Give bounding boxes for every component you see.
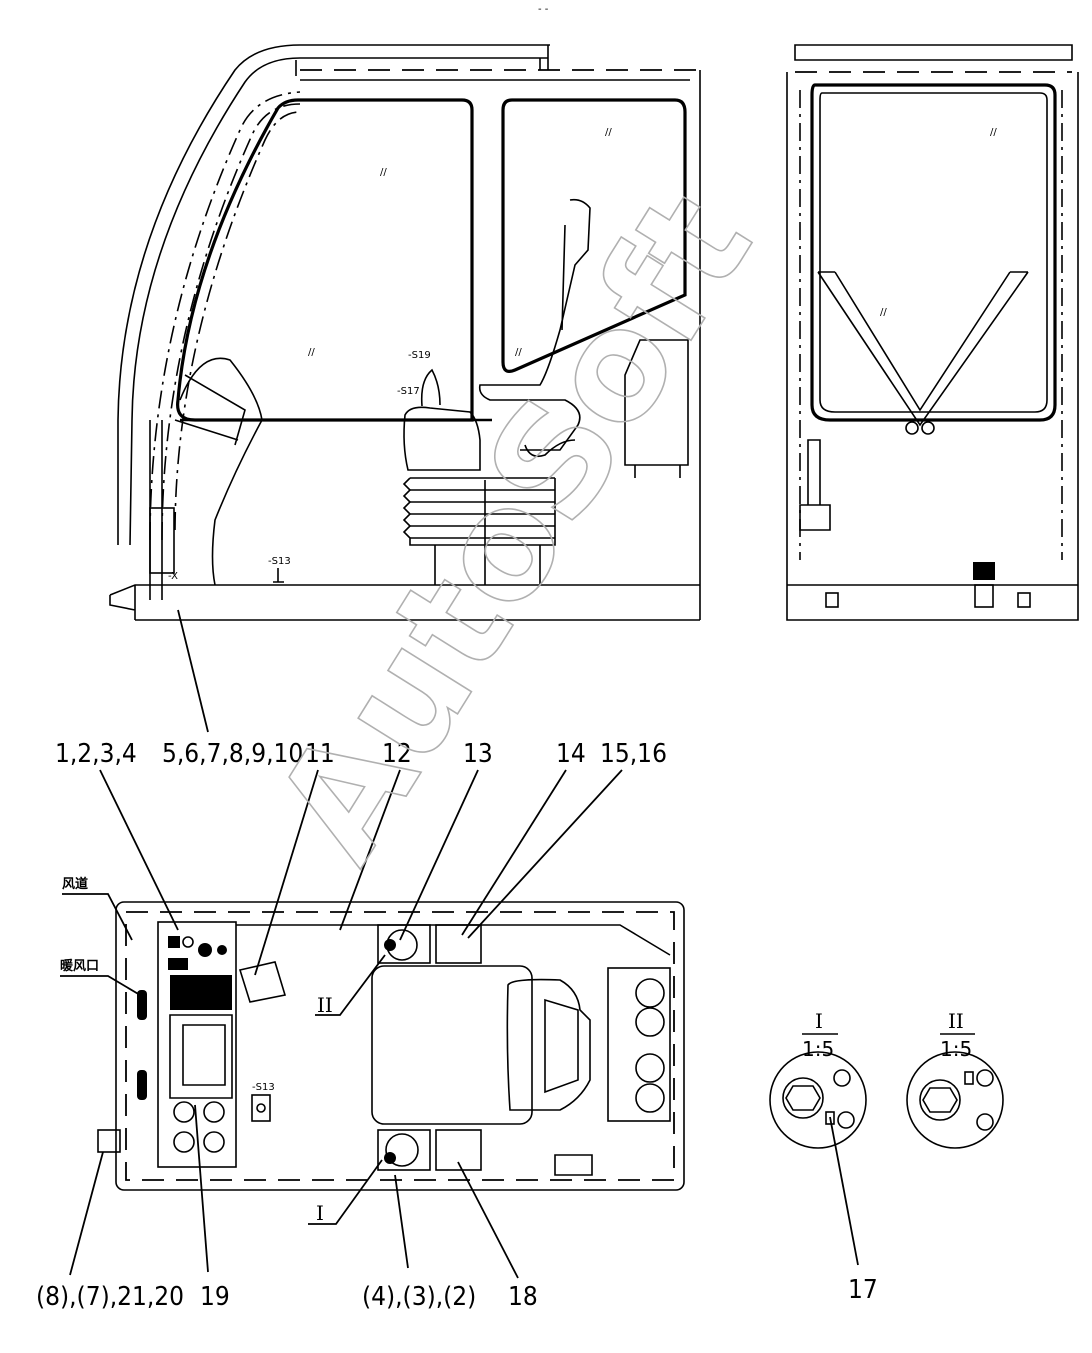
watermark: AutoSoft (243, 164, 786, 889)
label-warm-air-outlet: 暖风口 (60, 958, 99, 974)
callout-1-2-3-4: 1,2,3,4 (55, 739, 137, 769)
detail-view-2: II 1:5 (906, 1009, 1004, 1149)
detail-1-label: I (815, 1009, 823, 1033)
callout-17: 17 (848, 1275, 878, 1305)
tag-s17: -S17 (397, 386, 420, 397)
cab-plan-view: 风道 暖风口 -S13 (60, 876, 685, 1225)
detail-2-scale: 1:5 (940, 1037, 972, 1061)
callout-19: 19 (200, 1282, 230, 1312)
tag-s13-plan: -S13 (252, 1082, 275, 1093)
svg-text://: // (990, 127, 997, 138)
detail-view-1: I 1:5 (769, 1009, 867, 1149)
tag-s19: -S19 (408, 350, 431, 361)
detail-1-scale: 1:5 (802, 1037, 834, 1061)
callout-8-7-21-20: (8),(7),21,20 (36, 1282, 184, 1312)
section-marker-1: I (316, 1201, 324, 1225)
tag-x: -X (168, 571, 178, 582)
callout-11: 11 (305, 739, 335, 769)
cab-side-view: // // // // -S19 -S17 -S13 -X (109, 44, 701, 621)
svg-text://: // (515, 347, 522, 358)
callout-13: 13 (463, 739, 493, 769)
callout-12: 12 (382, 739, 412, 769)
svg-text://: // (605, 127, 612, 138)
tag-s13-side: -S13 (268, 556, 291, 567)
svg-text://: // (308, 347, 315, 358)
callout-15-16: 15,16 (600, 739, 667, 769)
cab-rear-view: // // (786, 44, 1079, 621)
svg-text://: // (880, 307, 887, 318)
detail-2-label: II (948, 1009, 964, 1033)
bellows (402, 477, 556, 546)
callout-4-3-2: (4),(3),(2) (362, 1282, 476, 1312)
callout-5-10: 5,6,7,8,9,10 (162, 739, 303, 769)
svg-text://: // (380, 167, 387, 178)
section-marker-2: II (317, 993, 333, 1017)
page-mark: - - (538, 4, 549, 15)
callout-14: 14 (556, 739, 586, 769)
label-air-duct: 风道 (62, 876, 88, 892)
callout-18: 18 (508, 1282, 538, 1312)
